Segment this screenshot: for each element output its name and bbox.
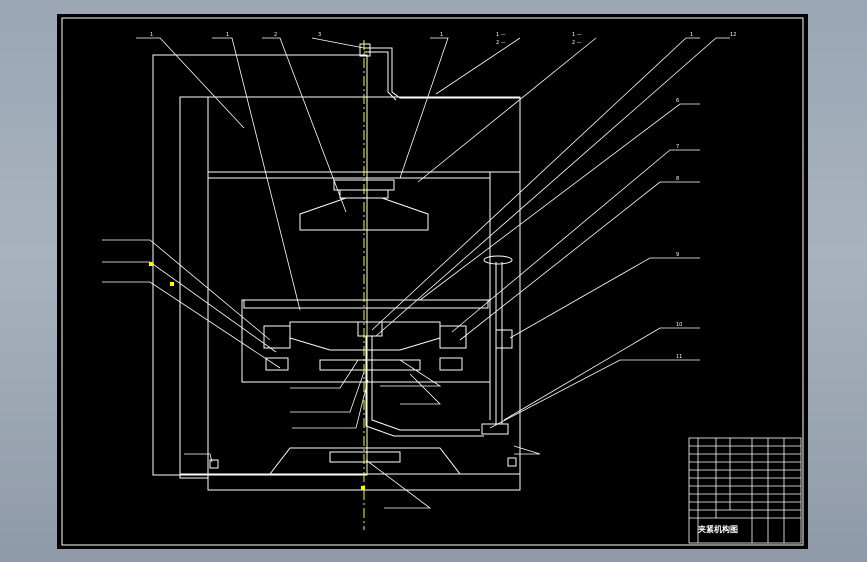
leader-9	[375, 37, 730, 337]
title-block-frame	[688, 437, 802, 544]
leader-number-right-6: 11	[676, 354, 682, 360]
leader-number-1: 1	[150, 32, 153, 38]
leader-number-right-2: 7	[676, 144, 679, 150]
title-block	[688, 437, 802, 544]
leader-5	[399, 37, 449, 179]
leader-19	[290, 359, 359, 389]
leader-number-6: 1	[690, 32, 693, 38]
leader-18	[102, 281, 281, 369]
leader-22	[380, 359, 442, 387]
leader-14	[503, 327, 700, 421]
pipe-fitting	[359, 43, 371, 57]
leader-21	[292, 379, 369, 429]
press-head	[299, 197, 429, 231]
marker-yellow-2	[170, 282, 174, 286]
leader-25	[184, 453, 213, 463]
leader-number-right-1: 6	[676, 98, 679, 104]
foot-left	[209, 459, 219, 469]
marker-yellow-3	[361, 486, 365, 490]
frame-right-wall	[179, 96, 521, 491]
leader-number-right-3: 8	[676, 176, 679, 182]
leader-number-right-4: 9	[676, 252, 679, 258]
note-top-right-1: 1 —	[496, 32, 506, 38]
leader-8	[371, 37, 700, 331]
leader-15	[489, 359, 700, 429]
hydraulic-line-2	[365, 336, 484, 437]
leader-13	[509, 257, 700, 339]
leader-number-5: 1	[440, 32, 443, 38]
cylinder-left	[263, 325, 291, 349]
top-pipe	[364, 47, 520, 99]
cylinder-right	[439, 325, 467, 349]
leader-number-3: 2	[274, 32, 277, 38]
hydraulic-line-1	[371, 336, 480, 431]
handwheel	[483, 255, 513, 265]
leader-11	[451, 149, 700, 333]
leader-number-4: 3	[318, 32, 321, 38]
base-slot	[329, 451, 401, 463]
note-top-right-3: 1 —	[572, 32, 582, 38]
side-valve	[495, 329, 513, 349]
line-connector	[481, 423, 509, 435]
leader-24	[365, 459, 432, 509]
leader-10	[419, 103, 700, 301]
drawing-sheet	[57, 14, 808, 549]
leader-2	[212, 37, 301, 311]
marker-yellow-1	[149, 262, 153, 266]
top-pipe-2	[364, 51, 397, 101]
note-top-right-4: 2 —	[572, 40, 582, 46]
foot-right	[507, 457, 517, 467]
leader-number-right-7: 12	[730, 32, 736, 38]
leader-26	[513, 445, 541, 455]
sheet-inner-border	[61, 17, 804, 546]
leader-number-2: 1	[226, 32, 229, 38]
leader-16	[102, 239, 271, 341]
leader-3	[262, 37, 347, 213]
leader-12	[459, 181, 700, 341]
leader-number-right-5: 10	[676, 322, 682, 328]
leader-20	[290, 371, 365, 413]
leader-6	[435, 37, 521, 95]
note-top-right-2: 2 —	[496, 40, 506, 46]
base-bar	[319, 359, 421, 371]
cylinder-left-base	[265, 357, 289, 371]
leader-23	[400, 373, 441, 405]
drawing-name: 夹紧机构图	[698, 524, 738, 534]
leader-4	[311, 37, 365, 49]
cylinder-right-base	[439, 357, 463, 371]
leader-1	[136, 37, 245, 129]
center-valve	[357, 321, 383, 337]
leader-7	[417, 37, 597, 183]
